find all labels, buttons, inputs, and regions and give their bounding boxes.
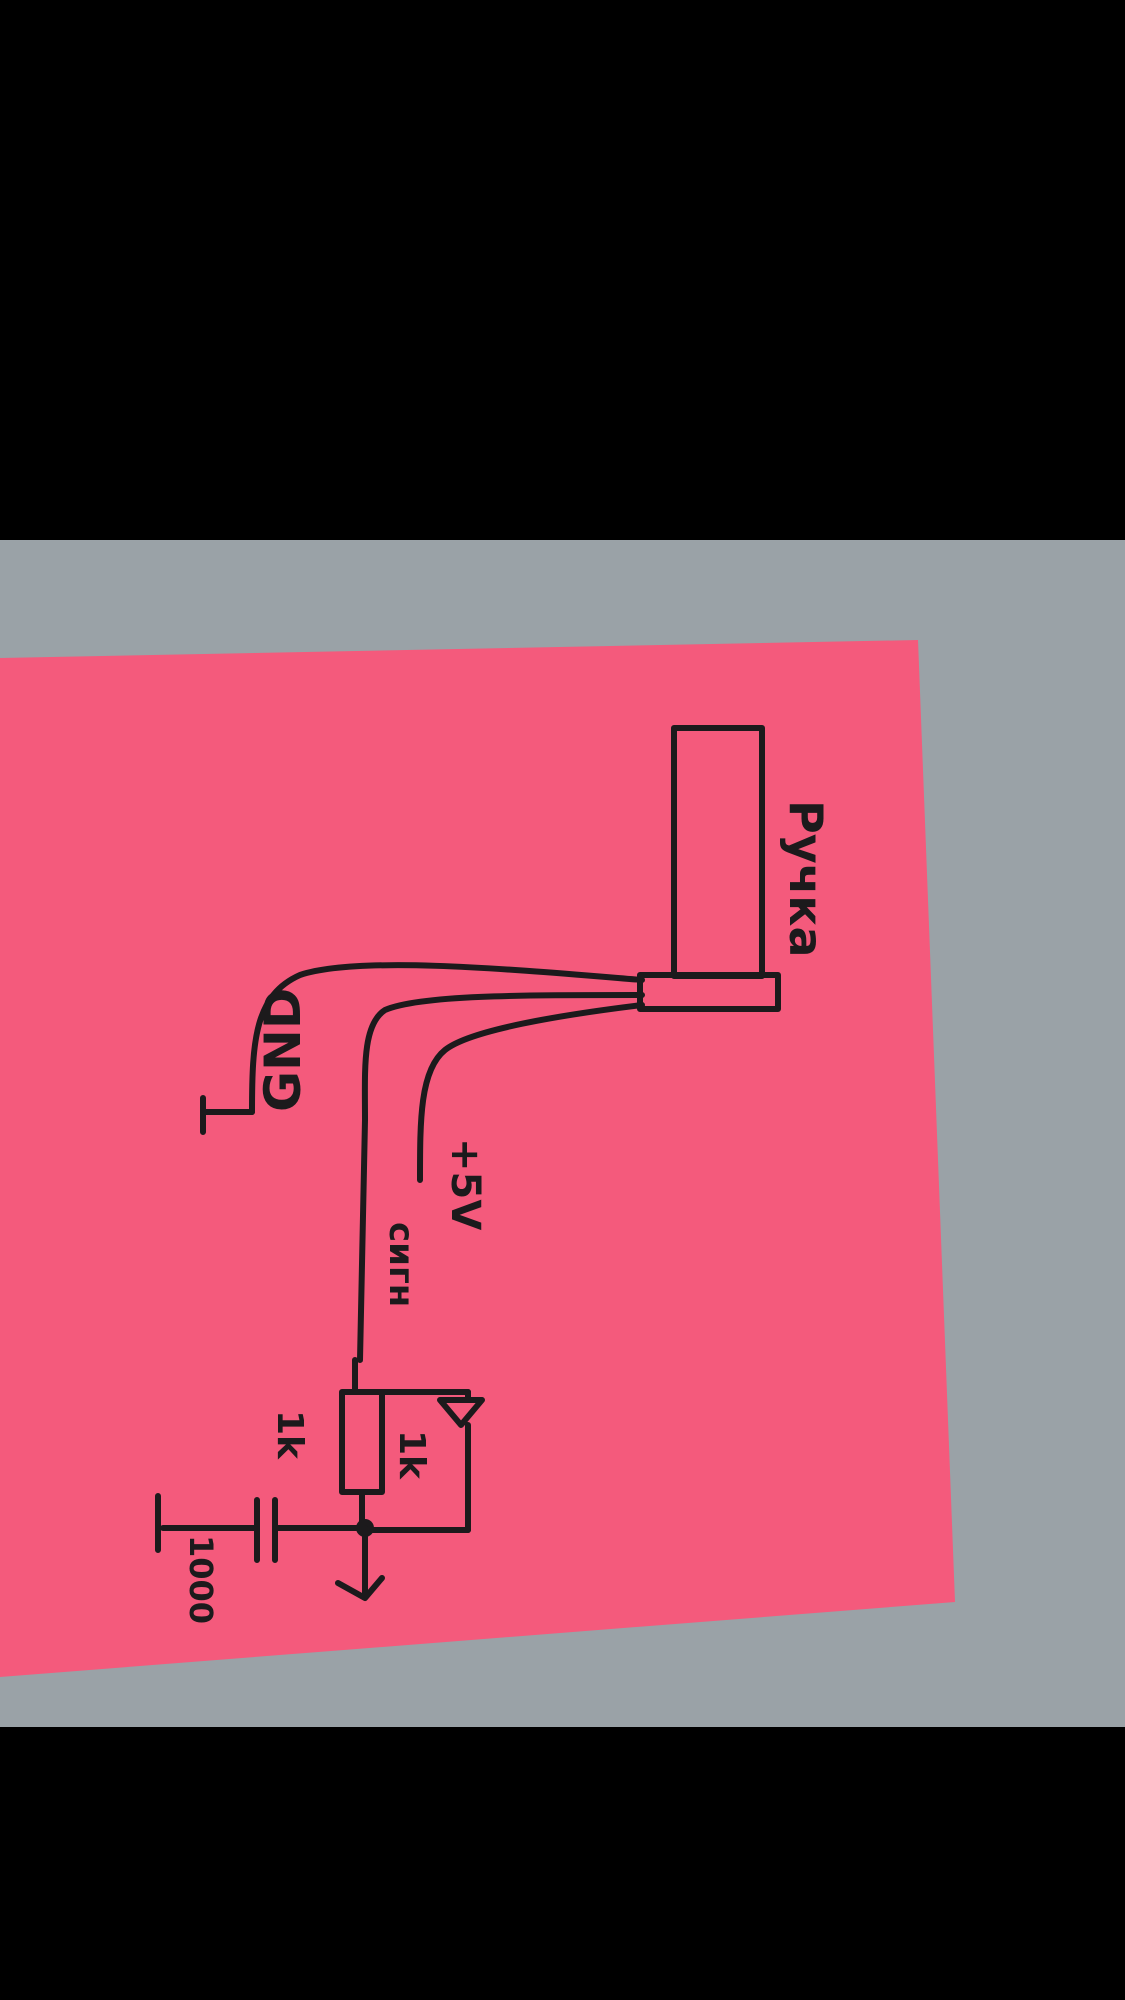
resistor-label-left: 1k <box>269 1410 310 1460</box>
ground-symbol-shape <box>200 1095 255 1135</box>
top-black-bar <box>0 0 1125 540</box>
component-name-label: Ручка <box>779 800 833 958</box>
supply-label: +5V <box>442 1138 488 1230</box>
supply-wire <box>417 1002 645 1183</box>
bottom-black-bar <box>0 1727 1125 2000</box>
connector-block-shape <box>637 972 781 1012</box>
resistor-label-right: 1k <box>391 1430 432 1480</box>
diode-shape <box>437 1389 485 1533</box>
output-arrow <box>335 1525 385 1601</box>
capacitor-shape <box>155 1493 368 1563</box>
gnd-wire <box>249 962 645 1115</box>
signal-wire <box>357 992 645 1363</box>
gnd-label: GND <box>254 988 312 1112</box>
capacitor-label: 1000 <box>182 1535 220 1624</box>
sticky-note <box>0 640 955 1677</box>
signal-wire-label: сигн <box>381 1222 421 1307</box>
circuit-sketch <box>155 725 781 1601</box>
